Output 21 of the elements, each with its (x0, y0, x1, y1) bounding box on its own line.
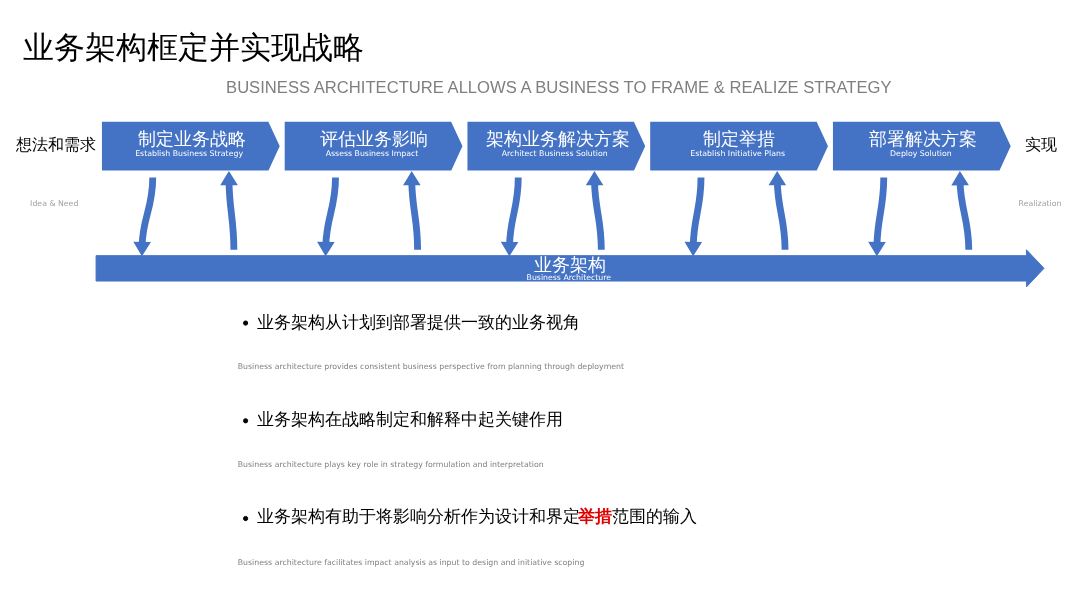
label: 业务架构有助于将影响分析作为设计和界定举措范围的输入 (257, 506, 698, 526)
arrow (317, 176, 339, 256)
label: Idea & Need (30, 198, 79, 208)
arrow (220, 170, 238, 250)
label: 业务架构从计划到部署提供一致的业务视角 (257, 312, 581, 332)
label: Realization (1018, 198, 1062, 208)
arrow (585, 170, 605, 250)
label: 实现 (1025, 134, 1058, 154)
diagram-title: 业务架构框定并实现战略 (23, 28, 365, 65)
label: Business architecture provides consistent business perspective from planning through deployment (237, 361, 625, 371)
label: Business architecture facilitates impact analysis as input to design and initiative scoping (237, 557, 585, 567)
arrow (684, 176, 705, 256)
arrow (500, 176, 522, 256)
label: 业务架构在战略制定和解释中起关键作用 (257, 409, 564, 429)
arrow (951, 170, 973, 250)
label: Business architecture plays key role in strategy formulation and interpretation (237, 459, 544, 469)
arrow (133, 176, 157, 256)
arrow (403, 170, 421, 250)
label: BUSINESS ARCHITECTURE ALLOWS A BUSINESS TO FRAME & REALIZE STRATEGY (226, 77, 892, 97)
arrow (768, 170, 789, 250)
arrow (868, 176, 888, 256)
